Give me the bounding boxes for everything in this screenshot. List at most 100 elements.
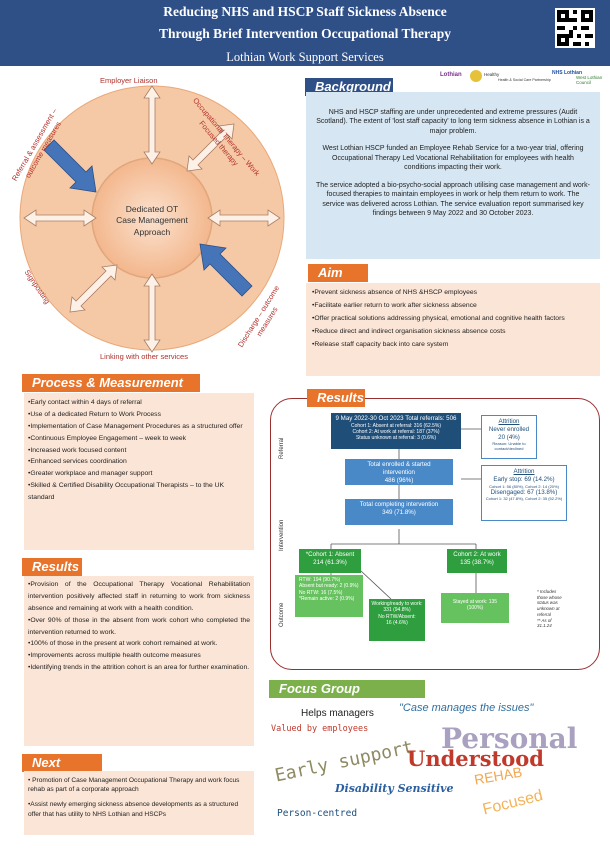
- arrow-out-bottom-right: [199, 243, 253, 297]
- arrow-top: [143, 85, 161, 165]
- process-item: •Use of a dedicated Return to Work Proce…: [28, 410, 161, 418]
- note-l2: those whose: [537, 594, 562, 600]
- attrition2-disengaged: Disengaged: 67 (13.8%): [490, 488, 558, 496]
- word-focused: Focused: [481, 787, 545, 819]
- process-item: •Increased work focused content: [28, 446, 127, 454]
- next-steps-panel: • Promotion of Case Management Occupatio…: [24, 771, 254, 835]
- employer-liaison-label: Employer Liaison: [100, 76, 158, 85]
- word-case-manages: "Case manages the issues": [399, 702, 534, 714]
- aim-item: •Release staff capacity back into care s…: [312, 340, 449, 348]
- rtw-box: RTW: 194 (90.7%) Absent but ready: 2 (0.…: [295, 575, 363, 617]
- center-line3: Approach: [133, 226, 171, 237]
- qr-code-icon: [555, 8, 595, 48]
- nhs-logo: NHS Lothian: [552, 70, 582, 76]
- focus-group-heading: Focus Group Feedback: [269, 680, 425, 711]
- results-heading: Results: [22, 558, 82, 576]
- center-line2: Case Management: [116, 215, 188, 226]
- results-item: •Over 90% of those in the absent from wo…: [28, 616, 250, 636]
- referrals-title: 9 May 2022-30 Oct 2023 Total referrals: …: [335, 415, 457, 422]
- linking-label: Linking with other services: [100, 352, 188, 361]
- attrition1-l3: Reason: Unable to contact/declined: [492, 441, 526, 452]
- note-l1: * Includes: [537, 589, 557, 594]
- process-item: •Implementation of Case Management Proce…: [28, 422, 243, 430]
- rtw-l2: Absent but ready: 2 (0.9%): [299, 583, 359, 590]
- attrition2-early-detail: Cohort 1: 56 (80%), Cohort 2: 14 (20%): [489, 483, 559, 489]
- note-l4: unknown at: [537, 606, 560, 612]
- next-step-item: • Promotion of Case Management Occupatio…: [28, 777, 240, 794]
- results-item: •Identifying trends in the attrition coh…: [28, 664, 250, 672]
- note-l5: referral: [537, 611, 551, 617]
- background-heading: Background: [305, 78, 393, 96]
- process-item: •Greater workplace and manager support: [28, 470, 153, 478]
- rtw-l1: RTW: 194 (90.7%): [299, 577, 341, 583]
- completing-l2: 349 (71.8%): [382, 508, 416, 516]
- cohort2-l2: 135 (38.7%): [460, 558, 494, 566]
- partner-logos: Lothian Healthy Health & Social Care Par…: [440, 70, 605, 88]
- lothian-logo: Lothian: [440, 72, 462, 78]
- cohort1-l2: 214 (61.3%): [313, 558, 347, 566]
- word-early-support: Early support: [273, 736, 416, 787]
- council-logo: West Lothian Council: [576, 75, 603, 85]
- healthy-logo-icon: [470, 70, 482, 82]
- process-item: •Enhanced services coordination: [28, 458, 127, 466]
- cohort1-l1: *Cohort 1: Absent: [305, 551, 355, 558]
- enrolled-box: Total enrolled & started intervention 48…: [345, 459, 453, 485]
- process-item: •Early contact within 4 days of referral: [28, 399, 142, 406]
- word-valued: Valued by employees: [271, 724, 369, 734]
- word-helps-managers: Helps managers: [301, 708, 374, 719]
- background-para3: The service adopted a bio-psycho-social …: [316, 181, 590, 217]
- aim-item: •Prevent sickness absence of NHS &HSCP e…: [312, 289, 478, 296]
- cohort2-box: Cohort 2: At work 135 (38.7%): [447, 549, 507, 573]
- background-panel: NHS and HSCP staffing are under unpreced…: [306, 92, 600, 259]
- process-item: •Skilled & Certified Disability Occupati…: [28, 482, 225, 502]
- process-panel: •Early contact within 4 days of referral…: [24, 393, 254, 550]
- note-l3: status was: [537, 600, 558, 606]
- case-management-diagram: [19, 85, 285, 353]
- results-panel: •Provision of the Occupational Therapy V…: [24, 576, 254, 746]
- arrow-bottom: [143, 273, 161, 353]
- arrow-left: [23, 209, 97, 227]
- attrition1-l2: 20 (4%): [498, 433, 520, 441]
- background-para1: NHS and HSCP staffing are under unpreced…: [316, 109, 590, 135]
- note-l6: ** As of: [537, 617, 552, 623]
- working-l1: Working/ready to work:: [371, 601, 423, 607]
- background-para2: West Lothian HSCP funded an Employee Reh…: [322, 145, 584, 172]
- working-l3: No RTW/Absent:: [378, 613, 416, 620]
- poster-subtitle: Lothian Work Support Services: [226, 50, 384, 64]
- attrition-stopped-box: Attrition Early stop: 69 (14.2%) Cohort …: [481, 465, 567, 521]
- working-box: Working/ready to work: 331 (94.8%) No RT…: [369, 599, 425, 641]
- healthy-logo-text: Healthy: [484, 72, 500, 77]
- note-l7: 31.1.24: [537, 623, 552, 629]
- total-referrals-box: 9 May 2022-30 Oct 2023 Total referrals: …: [331, 413, 461, 449]
- word-person-centred: Person-centred: [277, 808, 358, 819]
- working-l2: 331 (94.8%): [383, 607, 411, 614]
- word-understood: Understood: [407, 746, 544, 771]
- results-flowchart: Results Referral Intervention Outcome 9 …: [270, 389, 600, 670]
- aim-heading: Aim: [308, 264, 368, 282]
- results-item: •Provision of the Occupational Therapy V…: [28, 581, 250, 612]
- attrition-never-enrolled-box: Attrition Never enrolled 20 (4%) Reason:…: [481, 415, 537, 459]
- hscp-logo: Health & Social Care Partnership: [498, 78, 551, 82]
- next-step-item: •Assist newly emerging sickness absence …: [28, 801, 239, 818]
- rtw-l4: *Remain active: 2 (0.9%): [299, 595, 355, 602]
- stayed-l1: Stayed at work: 135: [452, 599, 498, 605]
- enrolled-l1: Total enrolled & started: [367, 461, 431, 468]
- results-chart-heading: Results: [307, 389, 365, 407]
- word-personal: Personal: [441, 722, 578, 755]
- cohort1-box: *Cohort 1: Absent 214 (61.3%): [299, 549, 361, 573]
- poster-title-line2: Through Brief Intervention Occupational …: [158, 26, 452, 41]
- process-heading: Process & Measurement: [22, 374, 200, 392]
- attrition1-l1: Never enrolled: [488, 425, 530, 433]
- attrition2-early: Early stop: 69 (14.2%): [493, 475, 555, 483]
- completing-l1: Total completing intervention: [359, 501, 439, 508]
- stayed-box: Stayed at work: 135 (100%): [441, 593, 509, 623]
- arrow-bottom-left: [69, 264, 118, 313]
- flow-connectors: [330, 428, 481, 600]
- referrals-unknown: Status unknown at referral: 3 (0.6%): [355, 435, 437, 442]
- completing-box: Total completing intervention 349 (71.8%…: [345, 499, 453, 525]
- stayed-l2: (100%): [466, 605, 484, 612]
- aim-item: •Facilitate earlier return to work after…: [312, 301, 477, 309]
- results-item: •Improvements across multiple health out…: [28, 652, 201, 660]
- cohort2-l1: Cohort 2: At work: [453, 551, 501, 558]
- next-steps-heading: Next Steps: [22, 754, 102, 785]
